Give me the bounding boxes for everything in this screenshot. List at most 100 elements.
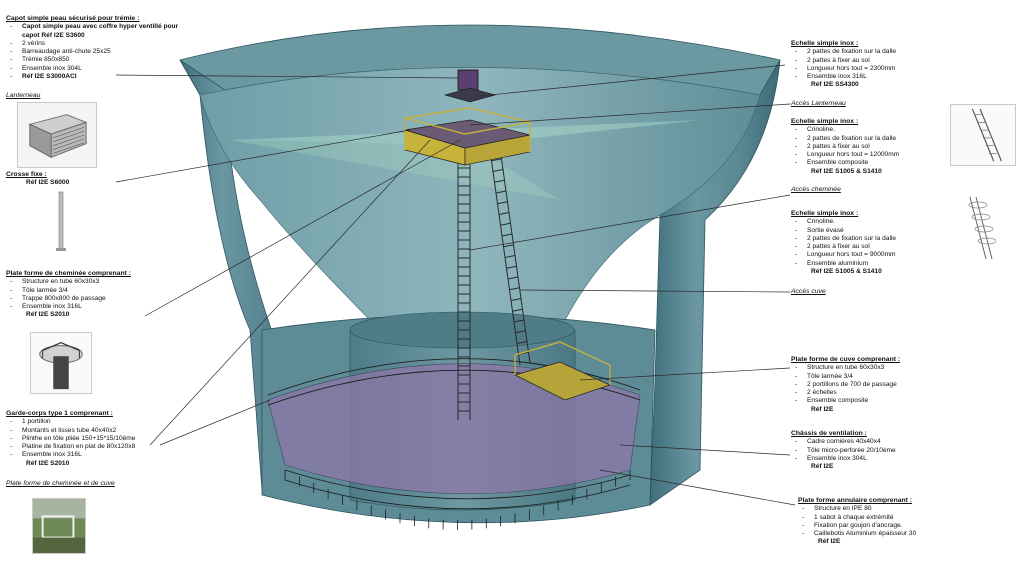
annulaire-description: Plate forme annulaire comprenant : -Stru… [798,497,988,547]
ladder-rung [492,169,504,172]
e1-ref: Réf I2E SS4300 [811,81,859,89]
plateforme-cuve-title: Plate forme de cuve comprenant : [791,356,901,363]
e2-item-3: 2 pattes à fixer au sol [807,142,870,150]
e3-item-6: Ensemble aluminium [807,259,869,267]
e3-ref: Réf I2E S1005 & S1410 [811,268,882,276]
garde-corps-description: Garde-corps type 1 comprenant : -1 porti… [6,410,186,468]
e3-item-5: Longueur hors tout = 9000mm [807,251,896,259]
an-item-4: Caillebotis Aluminium épaisseur 30 [814,530,917,538]
pc-ref: Réf I2E S2010 [26,311,70,319]
echelle-thumbnail [950,104,1016,166]
ladder-rung [494,179,505,183]
chimney-ladder [457,160,471,420]
plateforme-cheminee-thumbnail [30,332,92,394]
ladder-rung [513,319,525,323]
e2-item-4: Longueur hors tout = 12000mm [807,151,900,159]
echelle-image [951,105,1015,165]
caption-lanterneau: Lanterneau [6,92,41,99]
capot-item-4: Trémie 850x850 [22,56,70,64]
crosse-description: Crosse fixe : Réf I2E S6000 [6,171,126,188]
crosse-thumbnail [50,190,72,254]
ladder-rung [498,212,510,215]
plateforme-cheminee-description: Plate forme de cheminée comprenant : -St… [6,270,176,320]
an-item-2: 1 sabot à chaque extrémité [814,513,894,521]
ladder-rung [497,201,508,205]
tank-ladder [489,147,531,366]
ladder-rung [503,244,514,248]
echelle1-description: Echelle simple inox : -2 pattes de fixat… [791,40,951,90]
pcuve-item-2: Tôle larmée 3/4 [807,372,853,380]
capot-item-2: 2 vérins [22,39,46,47]
plateforme-cheminee-cuve-photo [33,499,85,553]
crosse-ref: Réf I2E S6000 [26,179,70,187]
gc-item-2: Montants et lisses tube 40x40x2 [22,426,117,434]
ch-item-2: Tôle micro-perforée 20/10ème [807,446,896,454]
tank-platform [513,341,612,401]
ladder-rung [504,255,516,258]
chimney-top-platform [404,107,531,166]
gc-item-5: Ensemble inox 316L [22,451,82,459]
pcuve-item-5: Ensemble composite [807,397,869,405]
capot-item-3: Barreaudage anti-chute 25x25 [22,48,111,56]
chassis-description: Châssis de ventilation : -Cadre cornière… [791,430,961,471]
pcuve-item-4: 2 échelles [807,389,837,397]
ladder-rung [500,222,511,226]
crosse-image [56,191,66,251]
gc-ref: Réf I2E S2010 [26,459,70,467]
ladder-rung [509,287,520,291]
pc-item-2: Tôle larmée 3/4 [22,286,68,294]
plateforme-cheminee-cuve-thumbnail [32,498,86,554]
caption-acces-cuve: Accès cuve [791,288,826,295]
e2-ref: Réf I2E S1005 & S1410 [811,167,882,175]
e3-item-4: 2 pattes à fixer au sol [807,243,870,251]
crosse-title: Crosse fixe : [6,171,47,178]
capot-item-6: Réf I2E S3000ACI [22,73,77,81]
e2-item-5: Ensemble composite [807,159,869,167]
e1-item-1: 2 pattes de fixation sur la dalle [807,48,897,56]
gc-item-3: Plinthe en tôle pliée 150+15*15/10ème [22,434,136,442]
e1-item-4: Ensemble inox 316L [807,73,867,81]
ladder-rung [506,265,517,269]
capot-description: Capot simple peau sécurisé pour trémie :… [6,15,186,81]
ladder-rung [515,330,526,334]
garde-corps-title: Garde-corps type 1 comprenant : [6,410,113,417]
an-item-1: Structure en IPE 80 [814,505,872,513]
pc-item-4: Ensemble inox 316L [22,303,82,311]
e2-item-2: 2 pattes de fixation sur la dalle [807,134,897,142]
annular-railing [267,358,641,510]
capot-item-5: Ensemble inox 304L [22,64,82,72]
chassis-title: Châssis de ventilation : [791,430,867,437]
caption-plateforme-cheminee-cuve: Plate forme de cheminée et de cuve [6,480,115,487]
gc-item-4: Platine de fixation en plat de 80x120x8 [22,443,136,451]
ladder-rung [510,298,522,301]
lanterneau-thumbnail [17,102,97,168]
pcuve-item-3: 2 portillons de 700 de passage [807,380,897,388]
e1-item-2: 2 pattes à fixer au sol [807,56,870,64]
pc-item-3: Trappe 800x800 de passage [22,294,106,302]
echelle2-title: Echelle simple inox : [791,118,859,125]
ch-item-3: Ensemble inox 304L [807,454,867,462]
echelle-crinoline-image [968,196,996,260]
gc-item-1: 1 portillon [22,418,51,426]
plateforme-cheminee-title: Plate forme de cheminée comprenant : [6,270,132,277]
echelle-crinoline-thumbnail [962,193,996,263]
e2-item-1: Crinoline. [807,126,835,134]
annulaire-title: Plate forme annulaire comprenant : [798,497,913,504]
ladder-rung [491,158,502,162]
pcuve-ref: Réf I2E [811,405,834,413]
echelle2-description: Echelle simple inox : -Crinoline. -2 pat… [791,118,951,176]
an-ref: Réf I2E [818,538,841,546]
ladder-rung [495,190,507,194]
plateforme-cheminee-image [31,333,91,393]
capot-item-1: Capot simple peau avec coffre hyper vent… [22,23,179,39]
tank-inner-cone [199,67,761,331]
e3-item-3: 2 pattes de fixation sur la dalle [807,234,897,242]
capot-title: Capot simple peau sécurisé pour trémie : [6,15,140,22]
plateforme-cuve-description: Plate forme de cuve comprenant : -Struct… [791,356,961,414]
e1-item-3: Longueur hors tout = 2300mm [807,64,896,72]
an-item-3: Fixation par goujon d'ancrage. [814,521,903,529]
annular-platform [267,363,641,495]
e3-item-2: Sortie évasé [807,226,844,234]
caption-acces-cheminee: Accès cheminée [791,186,841,193]
